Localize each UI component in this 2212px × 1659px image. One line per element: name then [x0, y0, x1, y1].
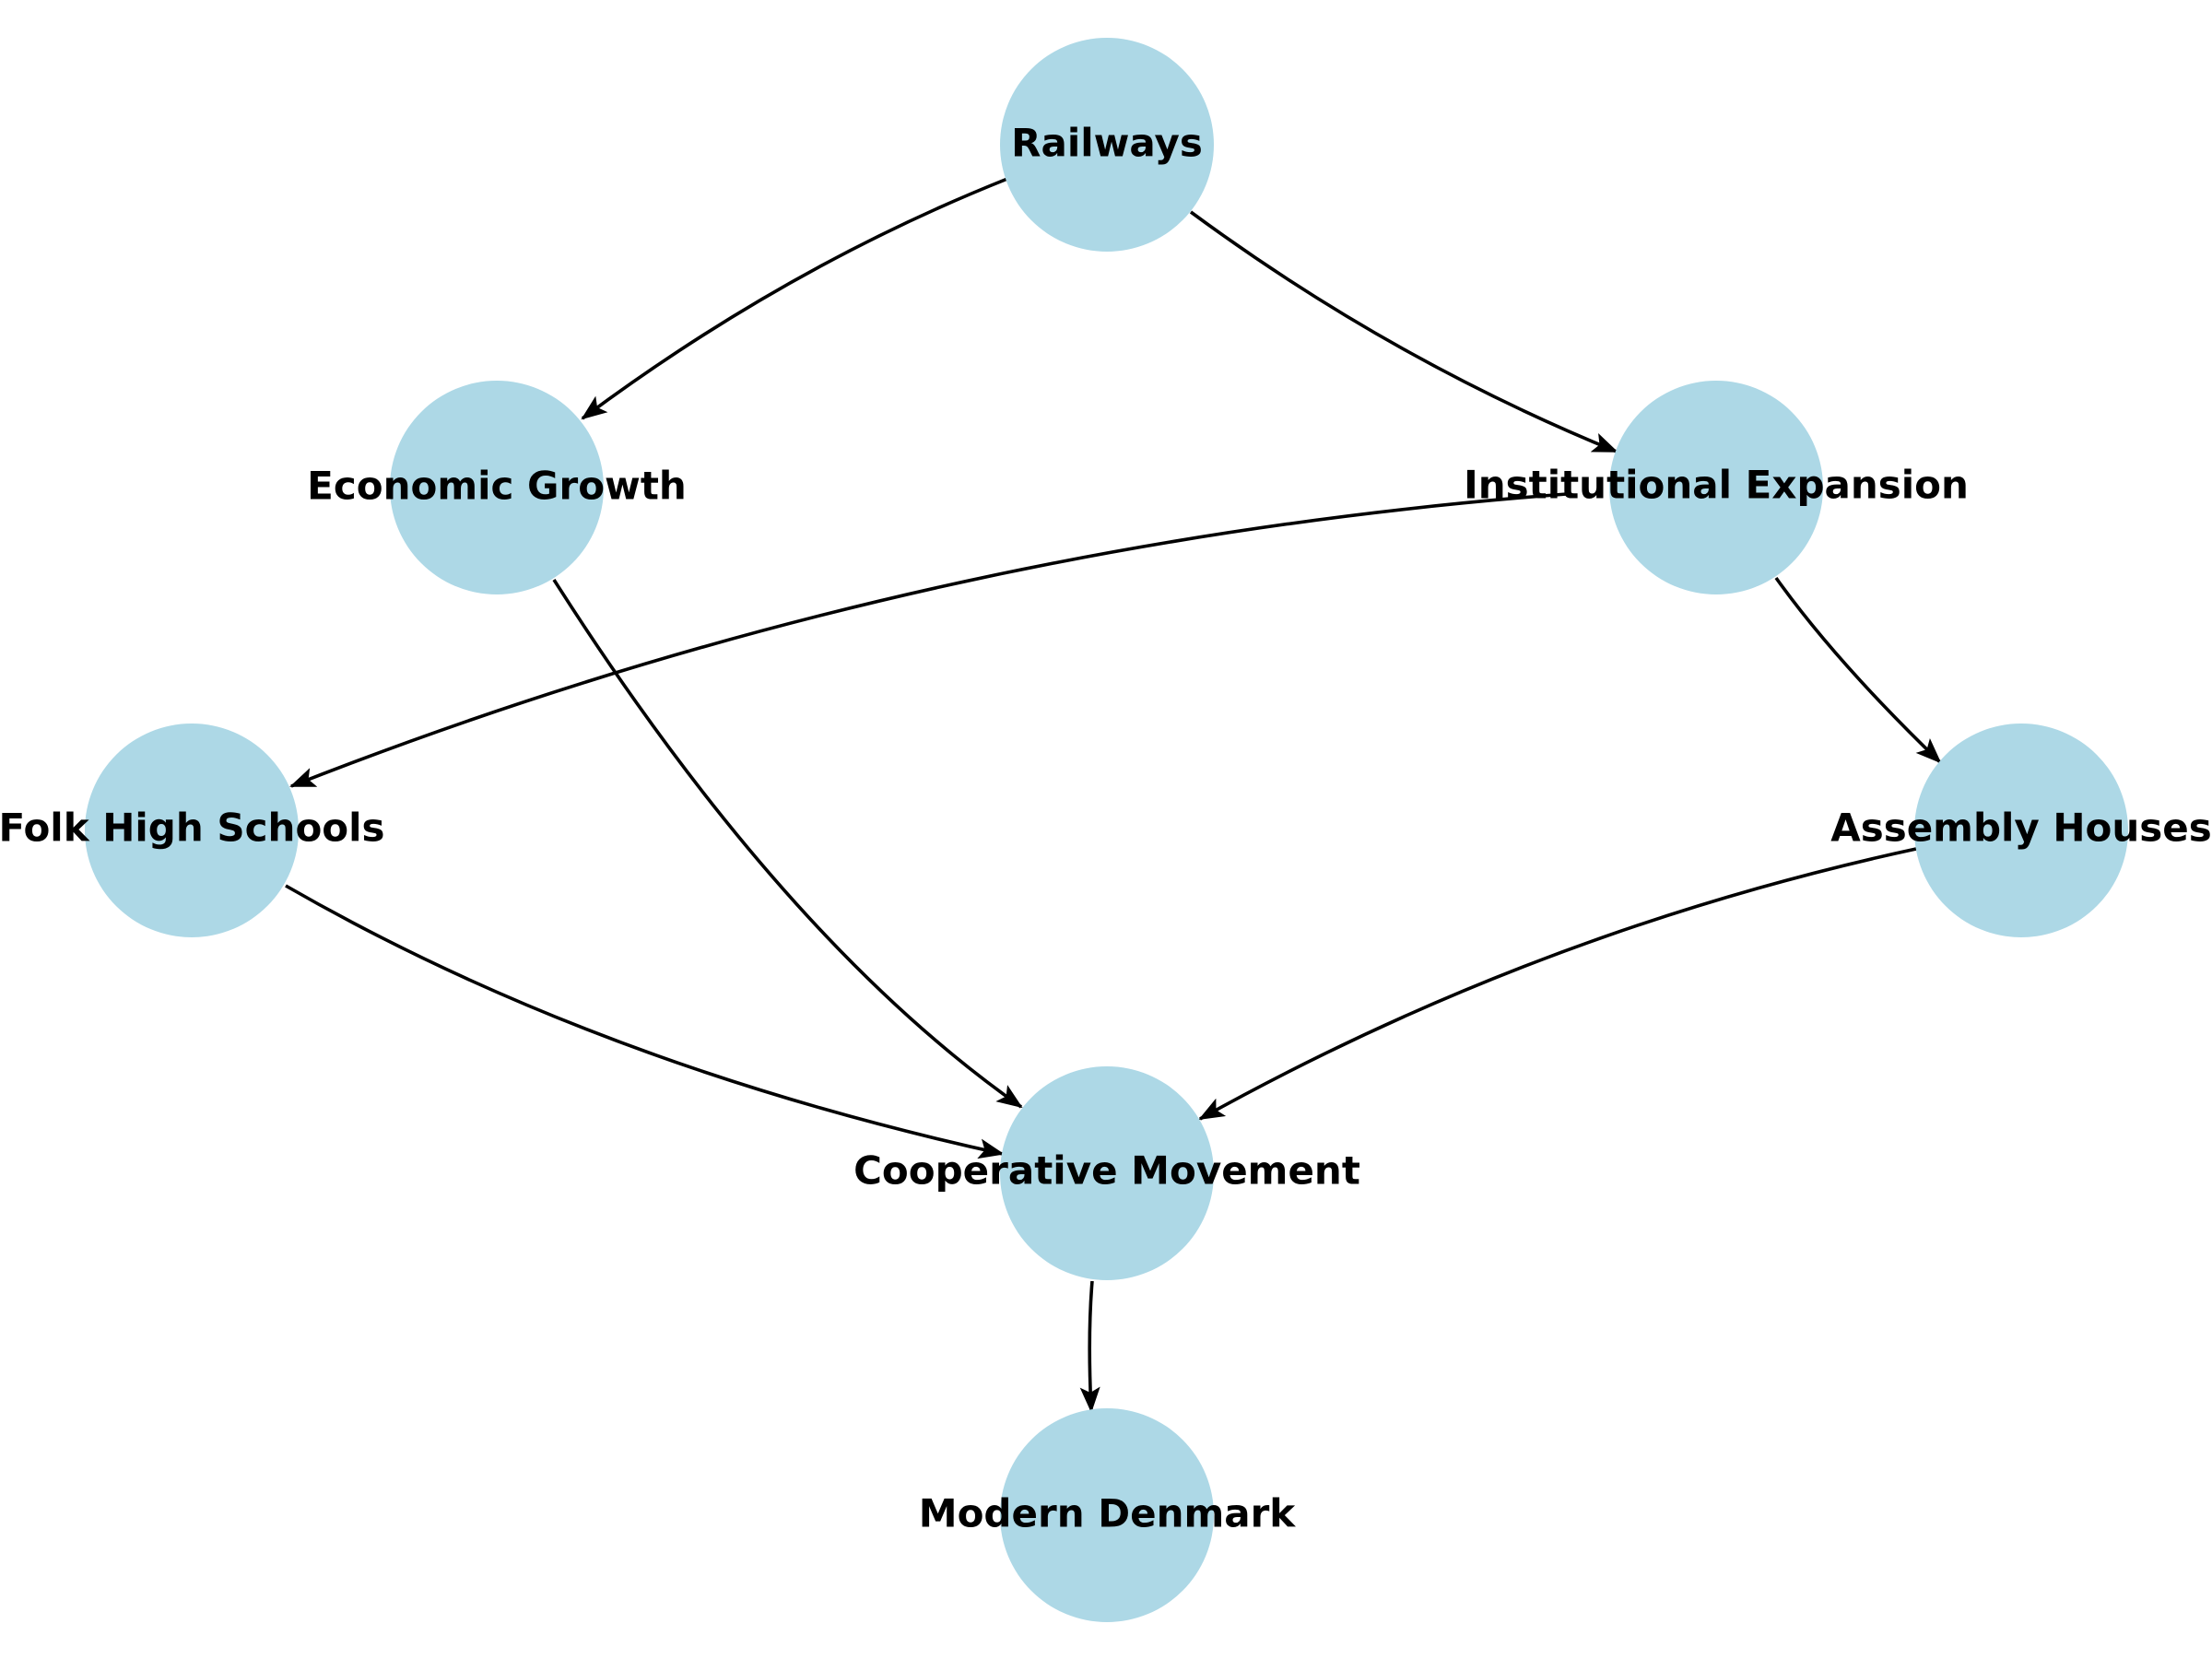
node-folk-high-schools: Folk High Schools: [0, 724, 385, 937]
node-assembly-houses-label: Assembly Houses: [1830, 806, 2212, 851]
node-modern-denmark-label: Modern Denmark: [919, 1491, 1297, 1536]
node-assembly-houses: Assembly Houses: [1830, 724, 2212, 937]
edges-layer: [285, 177, 1942, 1413]
node-economic-growth: Economic Growth: [307, 381, 687, 594]
edge-folk-high-schools-to-cooperative-movement: [285, 884, 1005, 1159]
node-folk-high-schools-label: Folk High Schools: [0, 806, 385, 851]
node-institutional-expansion-label: Institutional Expansion: [1464, 463, 1969, 508]
node-assembly-houses-circle: [1914, 724, 2128, 937]
edge-institutional-expansion-to-assembly-houses: [1774, 576, 1942, 764]
edge-institutional-expansion-to-folk-high-schools: [289, 492, 1568, 788]
node-economic-growth-label: Economic Growth: [307, 464, 687, 509]
edge-cooperative-movement-to-modern-denmark: [1079, 1280, 1100, 1413]
node-modern-denmark: Modern Denmark: [919, 1408, 1297, 1622]
node-modern-denmark-circle: [1000, 1408, 1214, 1622]
node-folk-high-schools-circle: [85, 724, 299, 937]
edge-economic-growth-to-cooperative-movement: [552, 579, 1023, 1109]
node-cooperative-movement-circle: [1000, 1066, 1214, 1280]
edge-railways-to-institutional-expansion: [1189, 210, 1618, 453]
nodes-layer: Railways Economic Growth Institutional E…: [0, 38, 2212, 1622]
edge-assembly-houses-to-cooperative-movement: [1198, 847, 1917, 1121]
node-cooperative-movement: Cooperative Movement: [853, 1066, 1360, 1280]
edge-railways-to-economic-growth: [581, 177, 1008, 420]
node-railways: Railways: [1000, 38, 1214, 252]
node-economic-growth-circle: [390, 381, 604, 594]
node-cooperative-movement-label: Cooperative Movement: [853, 1148, 1360, 1194]
node-institutional-expansion-circle: [1609, 381, 1823, 594]
node-institutional-expansion: Institutional Expansion: [1464, 381, 1969, 594]
node-railways-label: Railways: [1011, 121, 1203, 166]
node-railways-circle: [1000, 38, 1214, 252]
